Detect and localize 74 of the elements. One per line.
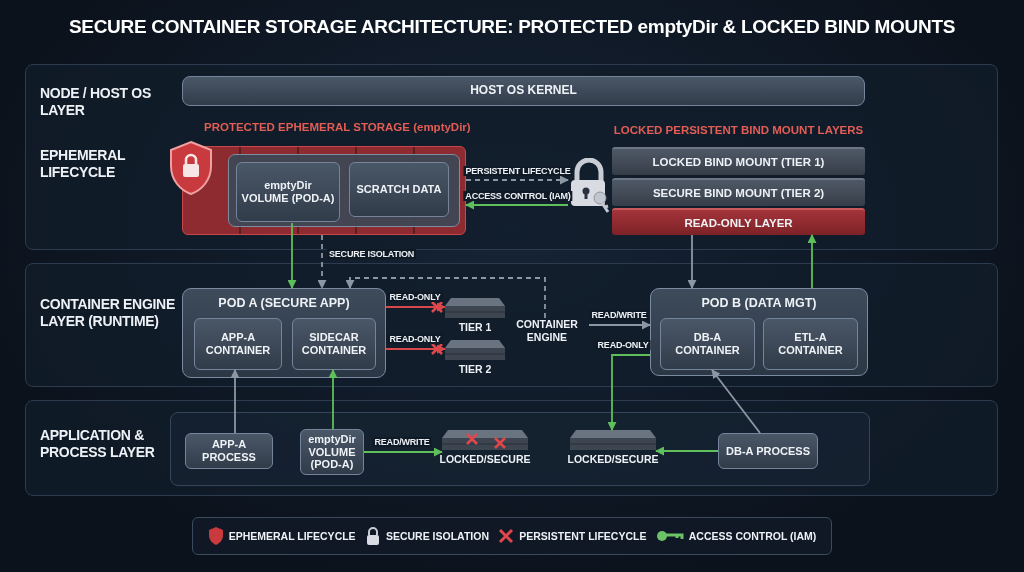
legend-label: ACCESS CONTROL (IAM) [688,530,817,542]
arrow [385,344,446,354]
arrow [287,222,297,289]
kernel-bar [182,76,865,106]
arrow [687,234,697,289]
drive-label: TIER 1 [457,321,493,333]
layer-label: CONTAINER ENGINE LAYER (RUNTIME) [40,296,176,330]
pod-box [650,288,868,376]
drive-label: LOCKED/SECURE [566,453,660,465]
arrow [588,320,651,330]
pod-title: POD B (DATA MGT) [700,296,818,310]
mount-layer [612,178,865,206]
arrow [807,234,817,289]
component-box [292,318,376,370]
box-label: READ-ONLY LAYER [684,216,793,229]
arrow [465,175,569,185]
arrow [317,234,327,289]
layer-label: NODE / HOST OS LAYER [40,85,152,119]
arrow [345,277,546,319]
box-label: emptyDir VOLUME (POD-A) [307,433,357,471]
layer-label: APPLICATION & PROCESS LAYER [40,427,156,461]
process-panel [170,412,870,486]
box-label: APP-A PROCESS [201,438,257,464]
box-label: emptyDir VOLUME (POD-A) [240,179,336,205]
component-box [300,429,364,475]
component-box [194,318,282,370]
box-label: HOST OS KERNEL [469,84,578,98]
layer-band [25,400,998,496]
edge-label: PERSISTENT LIFECYCLE [463,166,573,176]
arrow [465,200,569,210]
edge-label: READ/WRITE [589,310,649,320]
edge-label: READ-ONLY [595,340,651,350]
component-box [763,318,858,370]
box-label: LOCKED BIND MOUNT (TIER 1) [652,156,825,168]
arrow [711,369,761,434]
drive-label: TIER 2 [457,363,493,375]
storage-heading: PROTECTED EPHEMERAL STORAGE (emptyDir) [204,121,471,133]
layer-band [25,64,998,250]
edge-label: ACCESS CONTROL (IAM) [463,191,573,201]
pod-box [182,288,386,378]
legend-label: SECURE ISOLATION [385,530,489,542]
layer-label: EPHEMERAL LIFECYCLE [40,147,126,181]
arrow [385,302,446,312]
component-box [660,318,755,370]
pod-title: POD A (SECURE APP) [217,296,351,310]
component-box [718,433,818,469]
box-label: SIDECAR CONTAINER [300,331,368,357]
arrow [363,447,443,457]
edge-label: READ-ONLY [387,292,443,302]
diagram-title: SECURE CONTAINER STORAGE ARCHITECTURE: PROTECTED emptyDir & LOCKED BIND MOUNTS [67,16,957,38]
drive-label: LOCKED/SECURE [438,453,532,465]
engine-label: CONTAINER ENGINE [515,318,579,344]
arrow [655,446,719,456]
edge-label: READ-ONLY [387,334,443,344]
box-label: DB-A CONTAINER [674,331,741,357]
box-label: DB-A PROCESS [725,444,811,458]
edge-label: SECURE ISOLATION [327,249,417,259]
legend-label: PERSISTENT LIFECYCLE [519,530,647,542]
box-label: SECURE BIND MOUNT (TIER 2) [652,187,825,199]
component-box [185,433,273,469]
box-label: SCRATCH DATA [355,183,443,196]
box-label: APP-A CONTAINER [204,331,272,357]
section-heading: LOCKED PERSISTENT BIND MOUNT LAYERS [612,124,865,136]
arrow [328,369,338,430]
component-box [236,162,340,222]
legend-label: EPHEMERAL LIFECYCLE [228,530,356,542]
read-only-layer [612,208,865,235]
mount-layer [612,147,865,175]
component-box [349,162,449,217]
arrow [607,354,651,431]
arrow [230,369,240,434]
layer-band [25,263,998,387]
box-label: ETL-A CONTAINER [777,331,844,357]
edge-label: READ/WRITE [372,437,432,447]
